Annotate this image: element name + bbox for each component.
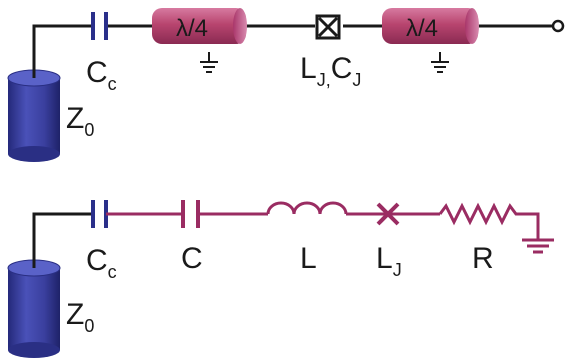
bottom-capacitor-label: C — [181, 242, 203, 275]
resonator-left-label: λ/4 — [176, 15, 208, 42]
bottom-resistor-label: R — [472, 242, 494, 275]
bottom-capacitor — [181, 200, 200, 228]
bottom-junction-label: LJ — [376, 242, 402, 280]
ground-icon — [522, 238, 554, 254]
top-circuit: λ/4 λ/4 — [7, 8, 565, 162]
ground-icon — [200, 52, 218, 73]
bottom-wire-left — [32, 212, 92, 268]
open-terminal-icon — [551, 19, 565, 33]
bottom-feedline-cylinder — [7, 259, 61, 358]
resonator-right-label: λ/4 — [406, 15, 438, 42]
top-coupling-capacitor-label: Cc — [86, 56, 117, 94]
bottom-feedline-label: Z0 — [66, 298, 94, 336]
bottom-resistor — [438, 202, 540, 240]
bottom-coupling-capacitor-label: Cc — [86, 244, 117, 282]
top-resonator-right: λ/4 — [382, 8, 479, 73]
boxed-x-junction-icon — [315, 14, 341, 40]
bottom-coupling-capacitor — [91, 200, 108, 228]
top-resonator-left: λ/4 — [152, 8, 247, 73]
top-junction-label: LJ,CJ — [300, 52, 361, 90]
bottom-inductor-label: L — [300, 242, 317, 275]
top-feedline-cylinder — [7, 69, 61, 162]
cross-junction-icon — [376, 202, 400, 226]
bottom-circuit: Cc C L LJ R Z0 — [7, 200, 554, 358]
top-wire-left — [32, 24, 92, 78]
top-coupling-capacitor — [91, 12, 108, 40]
top-feedline-label: Z0 — [66, 102, 94, 140]
bottom-inductor — [266, 201, 348, 215]
ground-icon — [431, 52, 449, 73]
